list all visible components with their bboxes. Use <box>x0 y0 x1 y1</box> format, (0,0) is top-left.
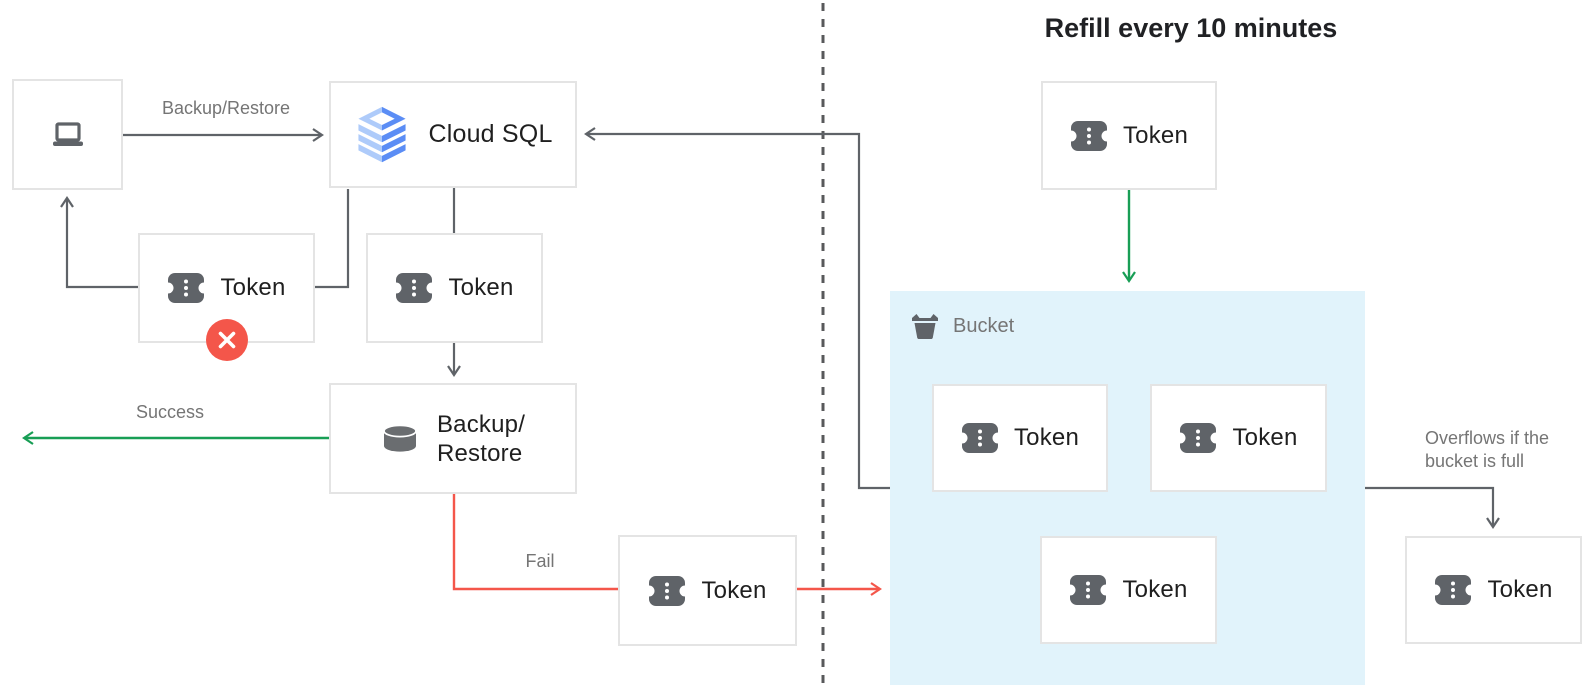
edge-token-to-client <box>60 196 138 289</box>
token-label: Token <box>701 576 767 604</box>
token-ticket-icon <box>1069 575 1108 605</box>
cloud-sql-box: Cloud SQL <box>329 81 577 188</box>
overflow-note-line2: bucket is full <box>1425 451 1525 471</box>
edge-label-backup-restore: Backup/Restore <box>161 98 291 118</box>
token-label: Token <box>1122 121 1189 149</box>
refill-title: Refill every 10 minutes <box>1044 13 1338 43</box>
bucket-label: Bucket <box>953 314 1015 337</box>
token-box-cloudsql-queue: Token <box>366 233 543 343</box>
edge-token-to-cloudsql <box>315 189 350 289</box>
client-box <box>12 79 123 190</box>
token-ticket-icon <box>648 575 687 606</box>
backup-restore-box: Backup/ Restore <box>329 383 577 494</box>
token-ticket-icon <box>1069 120 1108 151</box>
token-label: Token <box>448 274 514 301</box>
token-ticket-icon <box>395 273 434 303</box>
edge-fail-to-token <box>452 494 618 591</box>
cloud-sql-label: Cloud SQL <box>428 120 553 148</box>
bucket-basket-icon <box>912 314 938 339</box>
x-circle-icon <box>205 319 248 361</box>
laptop-icon <box>52 121 83 146</box>
token-box-fail: Token <box>618 535 797 646</box>
token-label: Token <box>1487 576 1553 603</box>
backup-restore-label-line2: Restore <box>436 439 523 467</box>
bucket-header: Bucket <box>911 313 1014 339</box>
backup-restore-label-line1: Backup/ <box>436 410 526 438</box>
bucket-token-1: Token <box>932 384 1108 492</box>
token-ticket-icon <box>167 273 206 303</box>
token-label: Token <box>220 274 286 301</box>
token-box-rejected: Token <box>138 233 315 361</box>
bucket-token-3: Token <box>1040 536 1217 644</box>
cloud-sql-stack-icon <box>358 106 407 162</box>
edge-label-fail: Fail <box>525 551 555 571</box>
token-label: Token <box>1122 576 1188 603</box>
database-cylinder-icon <box>383 424 417 452</box>
token-ticket-icon <box>1434 575 1473 605</box>
token-label: Token <box>1013 424 1080 451</box>
token-ticket-icon <box>960 423 999 453</box>
edge-bucket-to-cloudsql <box>584 127 890 490</box>
edge-bucket-overflow <box>1365 486 1500 529</box>
token-label: Token <box>1232 424 1298 451</box>
backup-restore-label: Backup/ Restore <box>437 410 525 468</box>
overflow-note: Overflows if the bucket is full <box>1425 427 1582 473</box>
token-box-refill: Token <box>1041 81 1217 190</box>
token-ticket-icon <box>1179 423 1218 453</box>
overflow-note-line1: Overflows if the <box>1425 428 1550 448</box>
token-box-overflow: Token <box>1405 536 1582 644</box>
edge-label-success: Success <box>135 402 205 422</box>
bucket-token-2: Token <box>1150 384 1327 492</box>
